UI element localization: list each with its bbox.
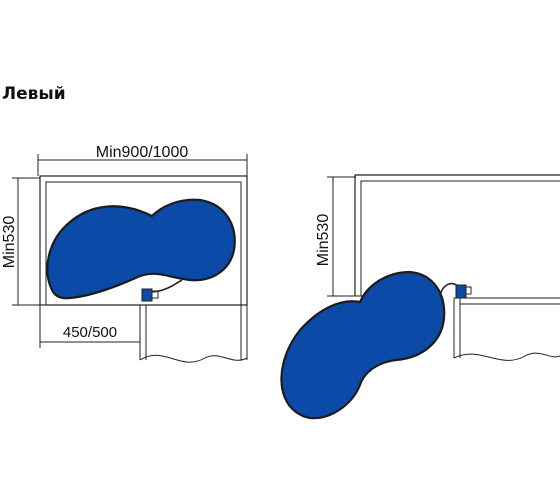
depth-label-left: Min530 — [1, 216, 18, 269]
left-diagram: Min900/1000 Min530 450/500 — [1, 144, 248, 363]
variant-heading: Левый — [2, 84, 66, 104]
depth-dimension-right: Min530 — [315, 176, 356, 297]
hinge-right — [439, 282, 472, 299]
right-diagram: Min530 — [280, 174, 560, 420]
width-label: Min900/1000 — [96, 144, 189, 161]
opening-dimension: 450/500 — [39, 305, 141, 348]
shelf-right — [280, 270, 446, 420]
hinge-left — [141, 279, 183, 302]
width-dimension: Min900/1000 — [37, 144, 248, 176]
shelf-left — [46, 198, 236, 300]
cabinet-left — [39, 175, 248, 363]
opening-label: 450/500 — [63, 324, 117, 341]
depth-label-right: Min530 — [315, 214, 332, 267]
depth-dimension-left: Min530 — [1, 177, 40, 306]
